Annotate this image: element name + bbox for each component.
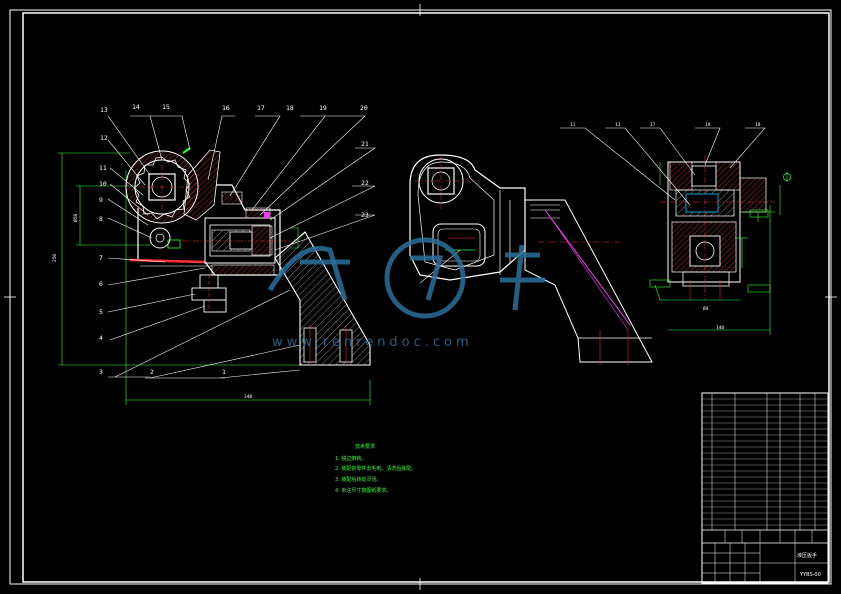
end-section-view: Ø4 140 11 13 17 19 18 [560, 122, 791, 335]
part-label-13: 13 [100, 106, 108, 114]
end-view-label-d: 19 [705, 122, 711, 128]
dim-total-length: 340 [244, 394, 252, 400]
watermark-url: www.renrendoc.com [272, 335, 473, 350]
parts-list [701, 392, 829, 584]
part-label-11: 11 [99, 164, 107, 172]
part-label-20: 20 [360, 104, 368, 112]
part-label-6: 6 [99, 280, 103, 288]
dim-head-height: Ø58 [72, 214, 79, 222]
part-label-7: 7 [99, 254, 103, 262]
part-label-12: 12 [100, 134, 108, 142]
part-label-17: 17 [257, 104, 265, 112]
part-label-14: 14 [132, 103, 140, 111]
main-section-view: 250 Ø58 340 [52, 103, 376, 405]
part-label-19: 19 [319, 104, 327, 112]
part-label-1: 1 [222, 368, 226, 376]
part-label-3: 3 [99, 368, 103, 376]
drawing-frame [4, 4, 837, 590]
part-label-10: 10 [99, 180, 107, 188]
part-label-16: 16 [222, 104, 230, 112]
watermark-logo: www.renrendoc.com [267, 237, 545, 350]
part-label-5: 5 [99, 308, 103, 316]
part-label-2: 2 [150, 368, 154, 376]
dim-total-height: 250 [52, 254, 58, 262]
title-drawing-number: YYBS-00 [799, 572, 821, 578]
end-view-label-e: 18 [755, 122, 761, 128]
part-label-22: 22 [361, 179, 369, 187]
tech-req-title: 技术要求 [355, 443, 375, 450]
part-label-21: 21 [361, 140, 369, 148]
part-label-8: 8 [99, 215, 103, 223]
tech-req-1: 1. 锐边倒钝。 [335, 455, 366, 462]
part-label-9: 9 [99, 196, 103, 204]
dim-end-total-width: 140 [716, 325, 724, 331]
part-label-15: 15 [162, 103, 170, 111]
end-view-label-a: 11 [570, 122, 576, 128]
dim-end-inner-width: Ø4 [703, 305, 709, 312]
tech-req-4: 4. 未注尺寸按图纸要求。 [335, 487, 391, 494]
tech-req-3: 3. 装配后转动灵活。 [335, 476, 381, 483]
end-view-label-b: 13 [615, 122, 621, 128]
part-label-4: 4 [99, 334, 103, 342]
end-view-label-c: 17 [650, 122, 656, 128]
part-label-23: 23 [361, 211, 369, 219]
title-drawing-name: 液压扳手 [797, 552, 817, 559]
tech-req-2: 2. 装配前零件去毛刺，清洗后装配。 [335, 465, 416, 472]
side-view [409, 154, 653, 365]
part-label-18: 18 [286, 104, 294, 112]
leader-lines [107, 115, 376, 379]
parts-list-rows [702, 398, 828, 526]
technical-requirements: 技术要求 1. 锐边倒钝。 2. 装配前零件去毛刺，清洗后装配。 3. 装配后转… [335, 443, 416, 494]
